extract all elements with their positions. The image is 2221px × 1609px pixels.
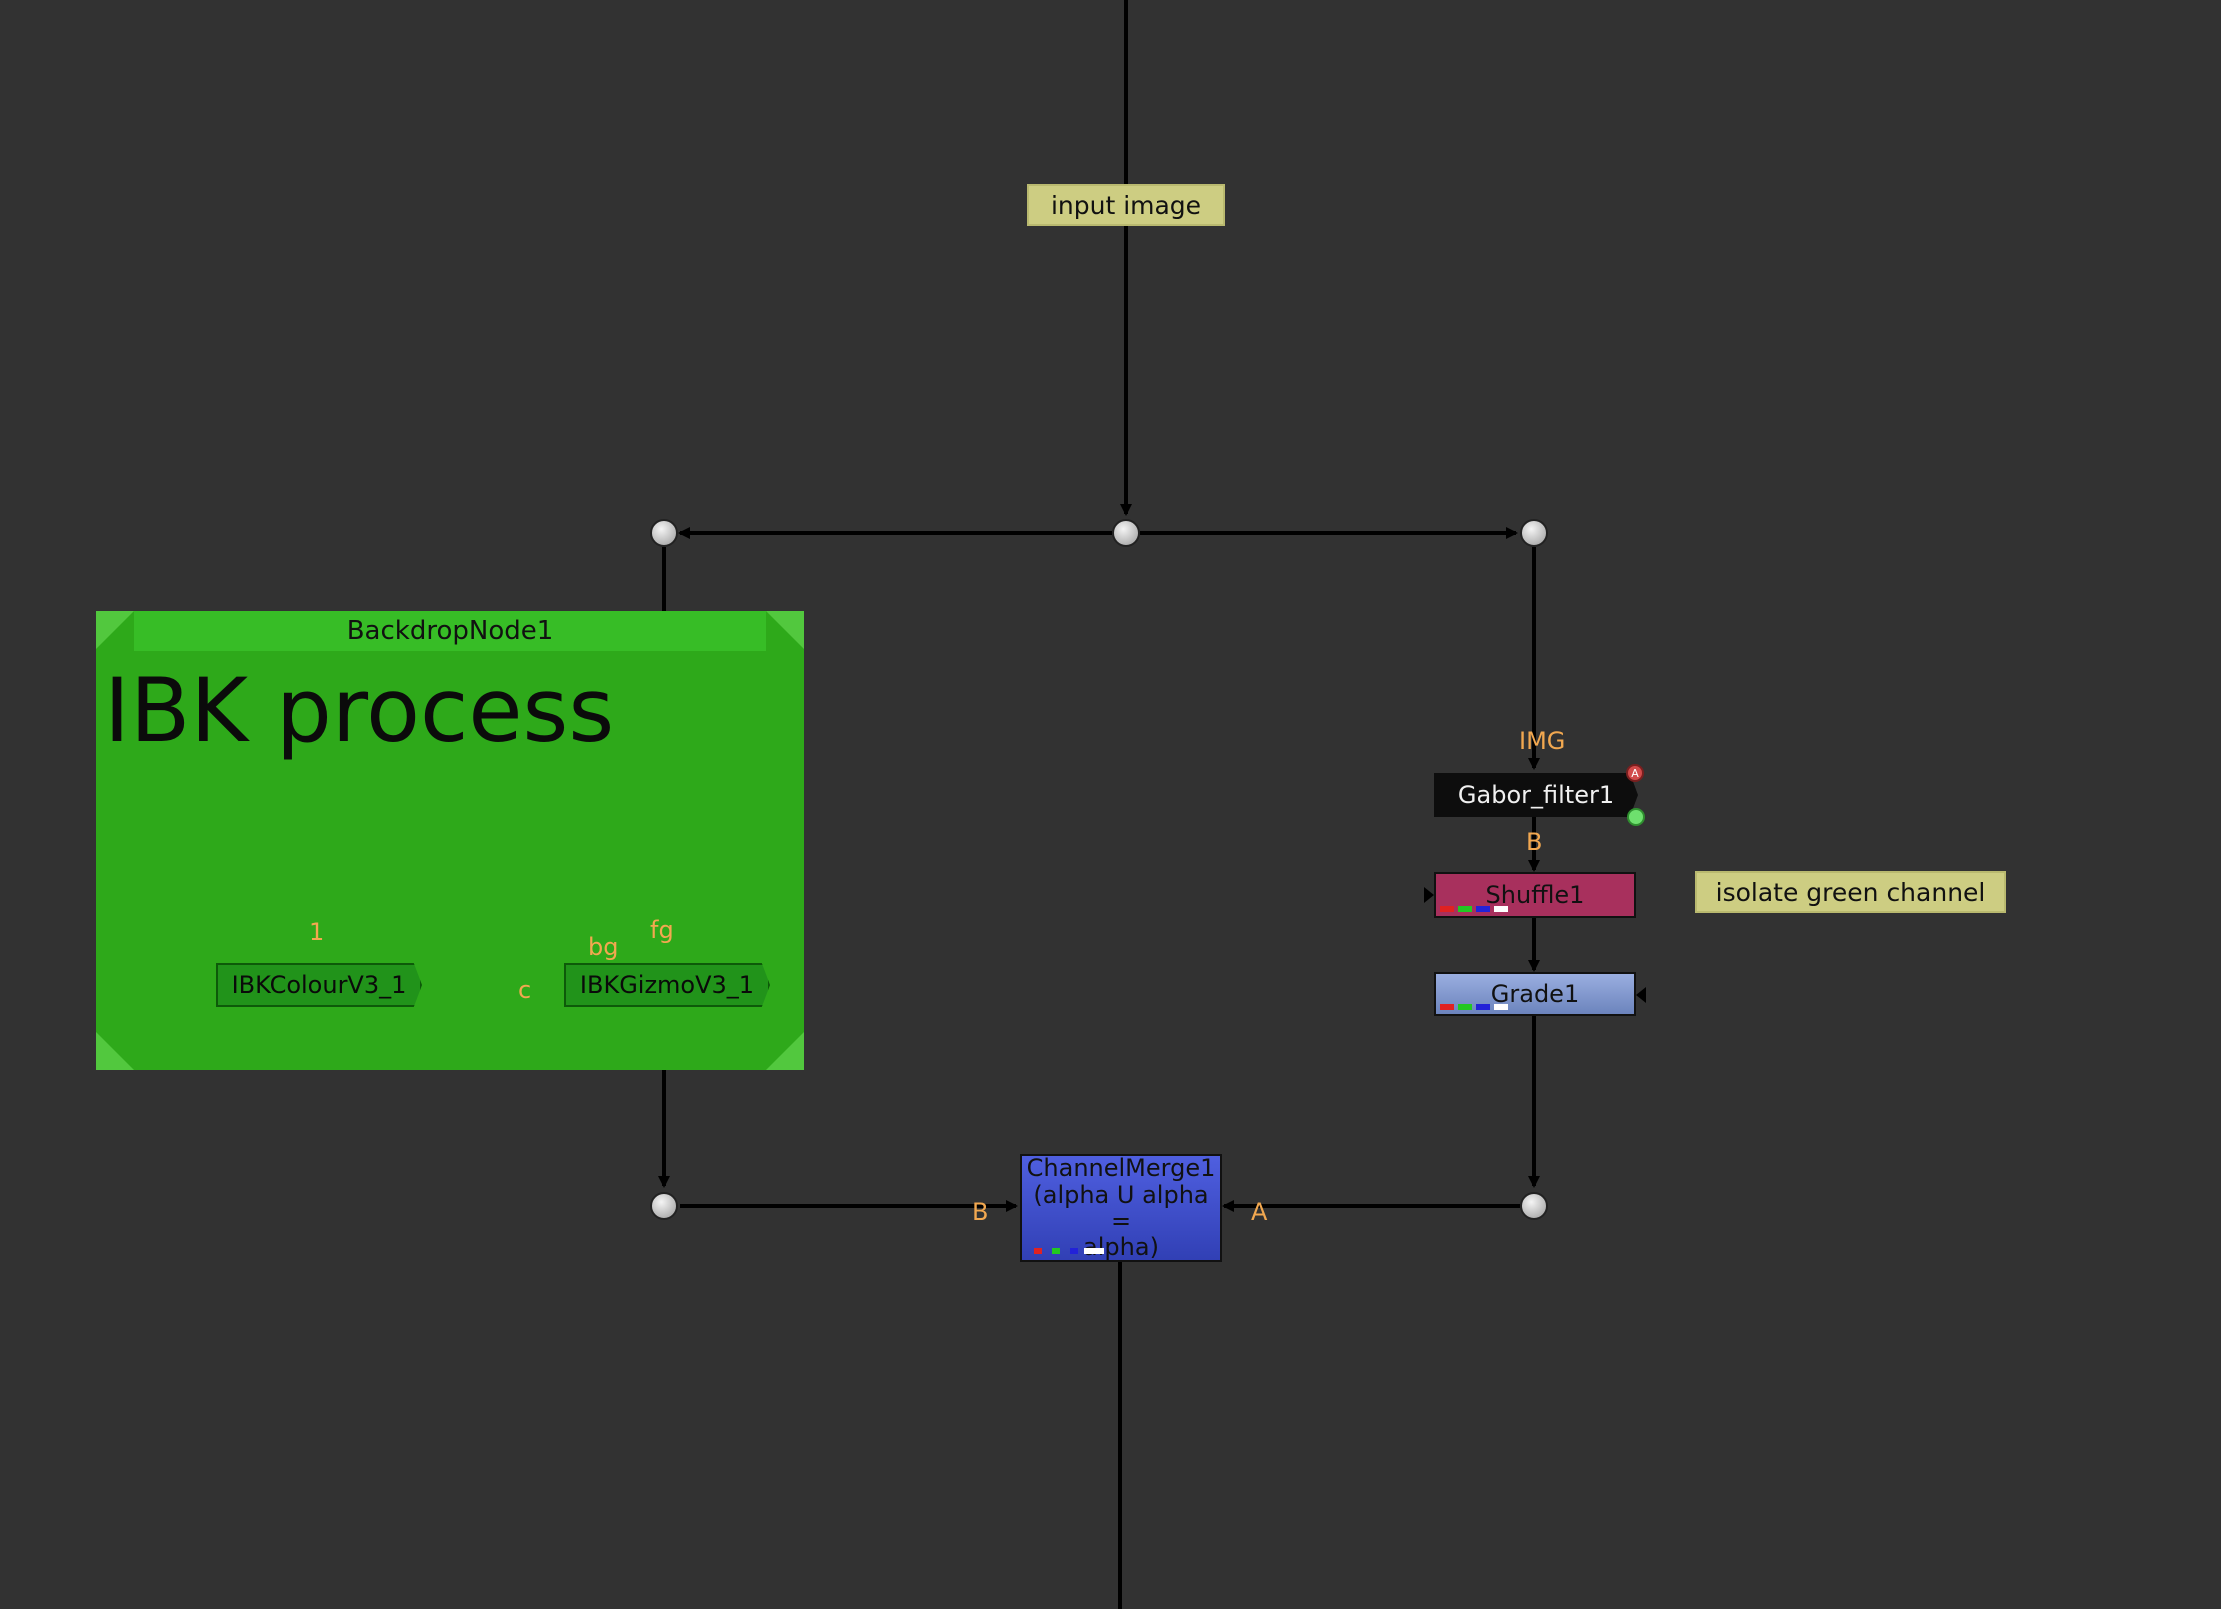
sticky-isolate-green[interactable]: isolate green channel [1695, 871, 2006, 913]
channel-red-swatch [1440, 906, 1454, 912]
channel-alpha-swatch [1494, 906, 1508, 912]
channel-merge-op-result: alpha) [1083, 1233, 1159, 1262]
node-grade-label: Grade1 [1490, 980, 1580, 1008]
node-shuffle[interactable]: Shuffle1 [1434, 872, 1636, 918]
channel-blue-swatch [1476, 1004, 1490, 1010]
pin-merge-a: A [1251, 1198, 1268, 1226]
shuffle-side-input-arrow [1424, 887, 1434, 903]
pin-ibkgizmo-c: c [518, 976, 532, 1004]
pin-shuffle-b: B [1526, 828, 1543, 856]
backdrop-title: BackdropNode1 [134, 611, 766, 651]
backdrop-corner-br[interactable] [766, 1032, 804, 1070]
backdrop-corner-tr [766, 611, 804, 649]
pin-gabor-img: IMG [1519, 727, 1566, 755]
red-a-badge-icon: A [1626, 764, 1644, 782]
node-gabor-filter[interactable]: Gabor_filter1 [1434, 773, 1638, 817]
node-channel-merge[interactable]: ChannelMerge1 (alpha U alpha = alpha) [1020, 1154, 1222, 1262]
channel-red-swatch [1440, 1004, 1454, 1010]
dot-node-right[interactable] [1520, 519, 1548, 547]
dot-node-bottom-right[interactable] [1520, 1192, 1548, 1220]
channel-red-swatch [1034, 1248, 1042, 1254]
channel-alpha-swatch [1494, 1004, 1508, 1010]
node-ibk-colour[interactable]: IBKColourV3_1 [216, 963, 422, 1007]
channel-blue-swatch [1070, 1248, 1078, 1254]
channel-green-swatch [1052, 1248, 1060, 1254]
dot-node-input[interactable] [1112, 519, 1140, 547]
dot-node-left[interactable] [650, 519, 678, 547]
channel-green-swatch [1458, 1004, 1472, 1010]
channel-blue-swatch [1476, 906, 1490, 912]
pin-ibkgizmo-fg: fg [650, 916, 674, 944]
node-ibk-gizmo[interactable]: IBKGizmoV3_1 [564, 963, 770, 1007]
channel-merge-title: ChannelMerge1 [1026, 1154, 1216, 1183]
pin-ibkgizmo-bg: bg [588, 933, 619, 961]
channel-alpha-swatch [1084, 1248, 1104, 1254]
green-dot-icon [1627, 808, 1645, 826]
channel-merge-op: (alpha U alpha = [1033, 1180, 1209, 1235]
channel-green-swatch [1458, 906, 1472, 912]
dot-node-bottom-left[interactable] [650, 1192, 678, 1220]
backdrop-corner-tl [96, 611, 134, 649]
backdrop-corner-bl [96, 1032, 134, 1070]
backdrop-label: IBK process [104, 659, 615, 762]
pin-merge-b: B [972, 1198, 989, 1226]
grade-side-input-arrow [1636, 987, 1646, 1003]
pin-ibkcolour-1: 1 [309, 918, 325, 946]
sticky-input-image[interactable]: input image [1027, 184, 1225, 226]
node-shuffle-label: Shuffle1 [1485, 881, 1585, 909]
